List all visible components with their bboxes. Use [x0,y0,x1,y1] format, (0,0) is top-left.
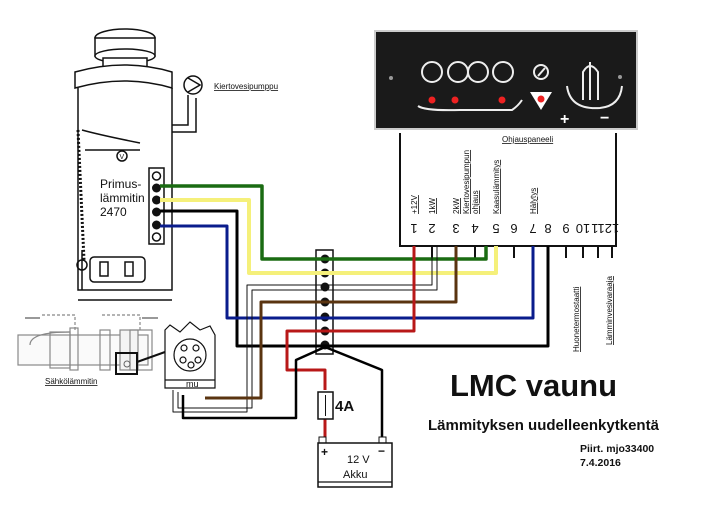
terminal-label: Kiertovesipumpun [462,150,471,214]
terminal-label: Kaasulämmitys [492,160,501,214]
electric-heater-connector-box [115,352,138,375]
terminal-number: 1 [410,221,417,236]
terminal-number: 4 [471,221,478,236]
connector-dot [123,360,131,368]
wire-1kw-b [177,246,438,409]
wire-blue [160,224,535,320]
diagram-subtitle: Lämmityksen uudelleenkytkentä [428,417,660,434]
wire-green [160,184,488,261]
wire-black-ground [181,345,384,437]
terminal-number: 2 [428,221,435,236]
terminal-label: 2kW [452,198,461,214]
terminal-number: 10 [576,221,590,236]
wire-yellow [160,198,498,275]
terminal-number: 7 [529,221,536,236]
terminal-label: ohjaus [471,190,480,214]
diagram-title: LMC vaunu [450,368,617,403]
terminal-number: 11 [591,221,605,236]
wire-red [285,246,416,390]
terminal-label: 1kW [428,198,437,214]
electric-heater [17,314,158,371]
battery-label: Akku [343,469,367,481]
svg-text:V: V [120,154,125,161]
primus-label-2: lämmitin [100,191,145,205]
primus-terminal-block [148,167,165,245]
water-heater-label: Lämminvesivaraaja [605,276,614,345]
terminal-number: 9 [562,221,569,236]
circulation-pump-icon [183,75,203,95]
wire-black-primus [160,209,550,348]
credit-author: Piirt. mjo33400 [580,443,654,455]
terminal-number: 8 [544,221,551,236]
battery-positive-icon: + [321,445,328,459]
panel-plus-icon: + [560,111,569,128]
connector-leader [136,351,166,363]
fuse [317,391,334,420]
battery-negative-icon: − [378,444,385,458]
credit-date: 7.4.2016 [580,457,621,469]
battery [317,436,393,488]
terminal-number: 3 [452,221,459,236]
panel-minus-icon: − [600,110,609,127]
primus-label-3: 2470 [100,205,127,219]
wire-1kw [172,246,433,413]
terminal-strip-frame [399,133,617,247]
terminal-number: 12 [605,221,619,236]
terminal-number: 5 [492,221,499,236]
terminal-number: 6 [510,221,517,236]
terminal-label: Hälytys [529,188,538,214]
wire-brown [205,246,458,400]
primus-label-1: Primus- [100,177,141,191]
control-panel-label: Ohjauspaneeli [502,135,553,144]
electric-heater-label: Sähkölämmitin [45,377,97,386]
mu-connector [164,321,216,389]
circulation-pump-label: Kiertovesipumppu [214,82,278,91]
mu-label: mu [186,379,199,389]
terminal-label: +12V [410,194,419,214]
control-panel [374,30,638,130]
room-thermostat-label: Huonetermostaatti [572,286,581,352]
primus-heater: V [74,28,197,301]
battery-voltage: 12 V [347,454,370,466]
fuse-label: 4A [335,398,354,415]
